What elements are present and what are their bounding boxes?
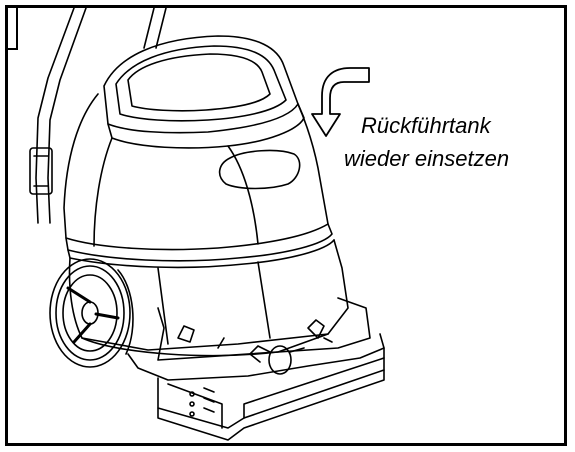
corner-tab [8,8,18,50]
instruction-line-1: Rückführtank [361,113,491,138]
recovery-tank-lid [103,35,305,149]
brush-deck [127,297,385,441]
recovery-tank-body [63,93,335,269]
carpet-extractor-illustration [29,8,385,441]
handle [29,8,167,224]
curved-down-arrow-icon [311,67,370,137]
illustration-frame: Rückführtank wieder einsetzen [5,5,567,446]
instruction-line-2: wieder einsetzen [344,146,510,171]
rear-wheel [49,258,134,368]
